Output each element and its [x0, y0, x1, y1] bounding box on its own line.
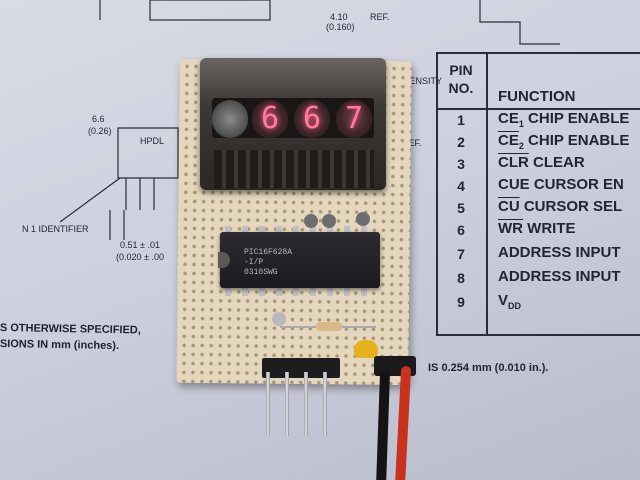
function-rest: CURSOR EN	[529, 176, 624, 193]
note-text: TENSITY	[404, 76, 443, 86]
chip-marking: PIC16F628A	[244, 248, 293, 257]
function-rest: WRITE	[523, 220, 576, 237]
function-name: CE	[498, 110, 519, 127]
dim-text: REF.	[402, 138, 422, 148]
function-rest: CHIP ENABLE	[523, 132, 630, 149]
function-cell: CLR CLEAR	[498, 154, 585, 171]
chip-pins-top	[225, 226, 375, 236]
pin-number: 2	[457, 134, 465, 150]
header-function: FUNCTION	[498, 88, 576, 105]
display-digit	[212, 100, 248, 138]
function-cell: CE2 CHIP ENABLE	[498, 132, 629, 151]
function-rest: CHIP ENABLE	[523, 110, 630, 127]
header-pin-leg	[285, 372, 289, 436]
display-digit: 6	[252, 100, 288, 138]
display-digit: 6	[294, 100, 330, 138]
socket-pin	[356, 212, 370, 226]
pin-number: 5	[457, 200, 465, 216]
function-cell: ADDRESS INPUT	[498, 244, 621, 261]
table-divider	[486, 54, 488, 334]
pin-number: 1	[457, 112, 465, 128]
display-digit: 7	[336, 100, 372, 138]
header-pin: PIN	[449, 62, 473, 78]
function-name: V	[498, 292, 509, 309]
dim-text: 4.10	[330, 12, 348, 22]
function-cell: VDD	[498, 292, 521, 311]
pin-number: 9	[457, 294, 465, 310]
function-cell: WR WRITE	[498, 220, 576, 237]
function-sub: DD	[508, 301, 522, 311]
function-name: CLR	[498, 154, 529, 171]
capacitor	[354, 340, 378, 358]
dim-text: (0.26)	[88, 126, 112, 136]
function-name: CUE	[498, 176, 530, 193]
socket-pin	[304, 214, 318, 228]
header-pin-leg	[266, 372, 270, 436]
pin-number: 8	[457, 270, 465, 286]
function-name: WR	[498, 220, 523, 237]
function-rest: CURSOR SEL	[519, 198, 623, 215]
pin-header	[262, 358, 340, 378]
dim-text: HPDL	[140, 136, 165, 146]
note-text: N 1 IDENTIFIER	[22, 224, 89, 234]
socket-pin	[322, 214, 336, 228]
pin-number: 4	[457, 178, 465, 194]
dim-text: REF.	[370, 12, 390, 22]
dim-text: (0.020 ± .00	[116, 252, 164, 262]
pin-function-table: PIN NO. FUNCTION 1 CE1 CHIP ENABLE 2 CE2…	[436, 52, 640, 336]
header-pin-leg	[304, 372, 308, 436]
header-pin-leg	[323, 372, 327, 436]
table-header: PIN NO. FUNCTION	[438, 54, 640, 110]
pin-number: 6	[457, 222, 465, 238]
function-cell: ADDRESS INPUT	[498, 268, 621, 285]
function-cell: CU CURSOR SEL	[498, 198, 622, 215]
display-legs	[214, 150, 374, 188]
dim-text: (0.160)	[326, 22, 355, 32]
chip-notch	[218, 252, 230, 268]
function-name: CE	[498, 132, 519, 149]
function-sub: 2	[518, 141, 524, 151]
chip-marking: -I/P	[244, 258, 264, 267]
pin-number: 7	[457, 246, 465, 262]
function-cell: CUE CURSOR EN	[498, 176, 624, 193]
hpdl-display: 6 6 7	[200, 58, 386, 190]
pin-number: 3	[457, 156, 465, 172]
resistor	[316, 322, 342, 331]
function-cell: CE1 CHIP ENABLE	[498, 110, 629, 129]
function-rest: CLEAR	[528, 154, 585, 171]
dim-text: 6.6	[92, 114, 105, 124]
dim-text: 0.51 ± .01	[120, 240, 160, 250]
chip-marking: 0310SWG	[244, 268, 278, 277]
header-no: NO.	[448, 80, 474, 96]
chip-pins-bottom	[225, 286, 375, 296]
function-name: CU	[498, 198, 520, 215]
solder-pad	[272, 312, 286, 326]
note-text: IS 0.254 mm (0.010 in.).	[428, 362, 549, 374]
pic-microcontroller: PIC16F628A -I/P 0310SWG	[218, 232, 380, 288]
function-sub: 1	[518, 119, 524, 129]
